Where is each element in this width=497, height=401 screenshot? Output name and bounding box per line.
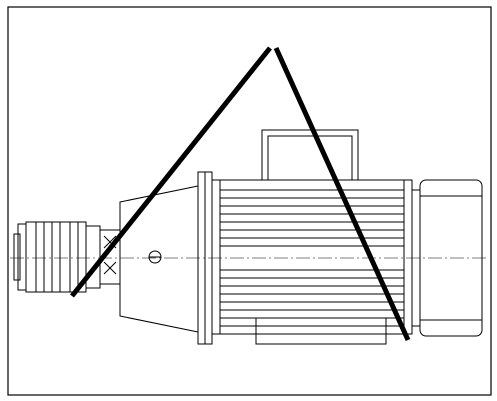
v-overlay — [70, 46, 411, 342]
overlay-right-stroke — [273, 46, 411, 342]
pump-housing — [25, 221, 87, 293]
motor-body — [211, 129, 483, 345]
terminal-box — [261, 129, 359, 181]
motor-foot — [255, 317, 387, 345]
lantern-flange — [119, 171, 213, 345]
stator-housing — [211, 179, 413, 335]
overlay-left-stroke — [70, 46, 272, 298]
drawing-frame — [7, 6, 492, 396]
